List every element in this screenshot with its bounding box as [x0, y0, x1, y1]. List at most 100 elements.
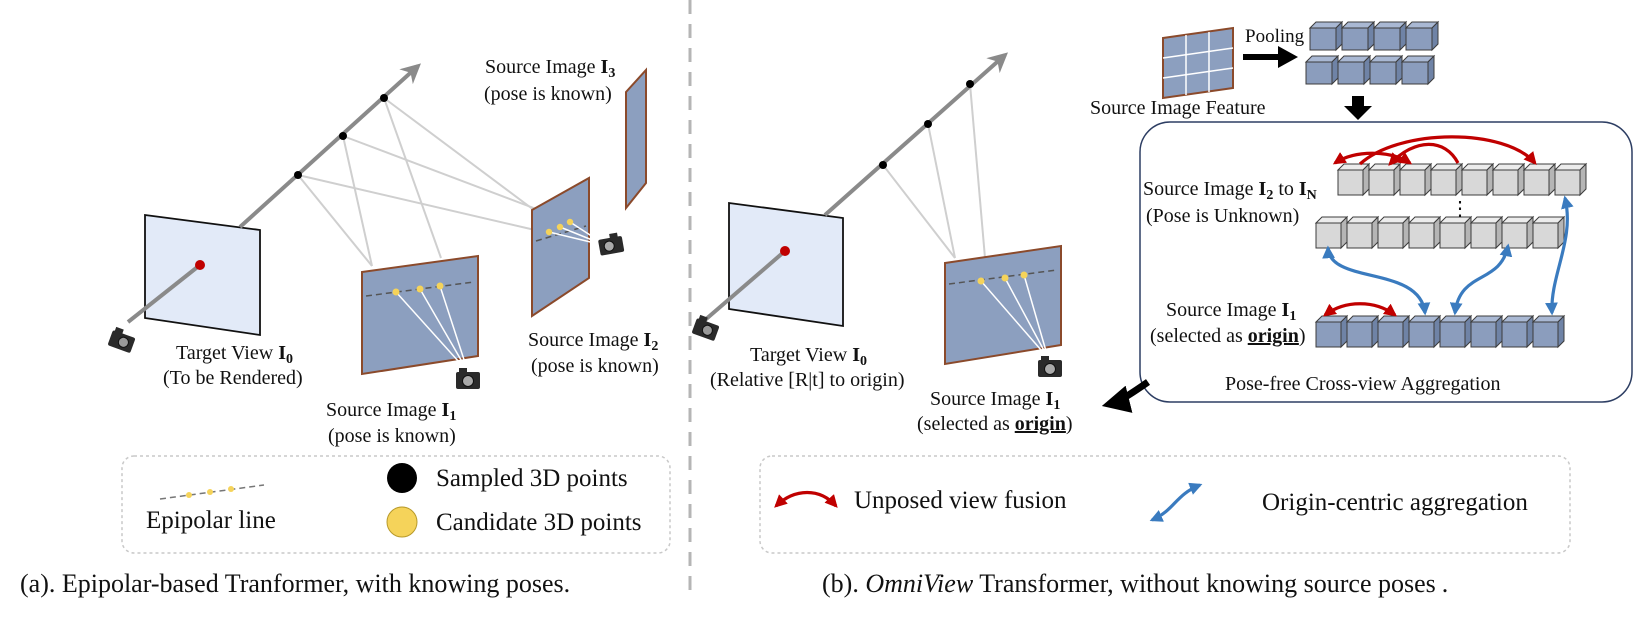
projection-rays	[297, 97, 561, 267]
feature-cube-face	[1464, 215, 1472, 250]
feature-cube-face	[1315, 222, 1342, 249]
feature-cube-face	[1346, 321, 1373, 348]
feature-cube-face	[1368, 169, 1395, 196]
source-image-2-plane	[531, 176, 590, 318]
sampled-legend-label: Sampled 3D points	[436, 465, 628, 492]
source-feature-grid	[1162, 26, 1234, 100]
feature-cube-face	[1470, 222, 1497, 249]
unknown-pose-label: Source Image I2 to IN	[1143, 178, 1317, 203]
right-candidate-rays	[980, 274, 1049, 359]
feature-cube-face	[1526, 314, 1534, 349]
camera-icon	[692, 314, 719, 341]
feature-cube-face	[1399, 169, 1426, 196]
candidate-points-2	[545, 218, 574, 236]
camera-icon	[598, 232, 625, 256]
left-diagram	[108, 63, 647, 389]
feature-cube-face	[1464, 314, 1472, 349]
feature-cube-face	[1341, 27, 1369, 51]
feature-cube-face	[1439, 321, 1466, 348]
feature-cube-face	[1369, 61, 1397, 85]
feature-cube-face	[1532, 321, 1559, 348]
unknown-pose-row-bottom	[1314, 215, 1566, 250]
feature-cube-face	[1455, 162, 1463, 197]
caption-b: (b). OmniView Transformer, without knowi…	[822, 569, 1448, 598]
epipolar-legend-dots	[186, 486, 234, 498]
sampled-points	[294, 94, 388, 179]
feature-cube-face	[1554, 169, 1581, 196]
feature-cube-face	[1495, 314, 1503, 349]
camera-icon	[108, 326, 135, 353]
right-candidate-points	[977, 271, 1028, 285]
panel-origin-label: Source Image I1	[1166, 299, 1296, 324]
origin-legend-label: Origin-centric aggregation	[1262, 489, 1528, 516]
source-image-3-pose: (pose is known)	[484, 83, 612, 105]
panel-origin-subtitle: (selected as origin)	[1150, 325, 1306, 347]
feature-cube-face	[1548, 162, 1556, 197]
right-legend: Unposed view fusion Origin-centric aggre…	[759, 455, 1571, 554]
feature-cube-face	[1337, 61, 1365, 85]
feature-cube-face	[1532, 222, 1559, 249]
pooling-label: Pooling	[1245, 26, 1305, 47]
feature-cube-face	[1393, 162, 1401, 197]
unknown-pose-subtitle: (Pose is Unknown)	[1146, 205, 1299, 227]
right-source-image-1-plane	[944, 244, 1062, 366]
feature-cube-face	[1495, 215, 1503, 250]
feature-cube-face	[1405, 27, 1433, 51]
feature-cube-face	[1402, 215, 1410, 250]
right-diagram	[692, 52, 1062, 377]
target-view-subtitle: (To be Rendered)	[163, 367, 303, 389]
unposed-legend-label: Unposed view fusion	[854, 487, 1067, 514]
feature-cube-face	[1362, 162, 1370, 197]
feature-cube-face	[1337, 169, 1364, 196]
caption-a: (a). Epipolar-based Tranformer, with kno…	[20, 569, 570, 598]
feature-cube-face	[1430, 169, 1457, 196]
feature-cube-face	[1371, 314, 1379, 349]
feature-cube-face	[1340, 314, 1348, 349]
right-ray-back	[703, 249, 787, 322]
output-arrow	[1101, 379, 1151, 413]
origin-legend-arrow	[1149, 482, 1203, 522]
right-source-image-1-label: Source Image I1	[930, 388, 1060, 413]
feature-cube-face	[1377, 321, 1404, 348]
source-image-2-pose: (pose is known)	[531, 355, 659, 377]
unknown-pose-row-top	[1336, 162, 1588, 197]
camera-icon	[456, 368, 480, 389]
panel-title: Pose-free Cross-view Aggregation	[1225, 373, 1501, 395]
feature-cube-face	[1309, 27, 1337, 51]
left-legend: Epipolar line Sampled 3D points Candidat…	[121, 455, 671, 554]
target-view-plane	[144, 213, 261, 337]
camera-icon	[1038, 356, 1062, 377]
right-target-view-label: Target View I0	[750, 344, 867, 369]
feature-cube-face	[1377, 222, 1404, 249]
feature-cube-face	[1523, 169, 1550, 196]
feature-cube-face	[1315, 321, 1342, 348]
feature-cube-face	[1470, 321, 1497, 348]
source-image-1-label: Source Image I1	[326, 399, 456, 424]
feature-cube-face	[1486, 162, 1494, 197]
feature-cube-face	[1305, 61, 1333, 85]
epipolar-line-2	[535, 225, 587, 242]
feature-cube-face	[1408, 222, 1435, 249]
aggregation-panel	[1139, 121, 1633, 403]
unposed-legend-arrow	[774, 491, 838, 508]
source-image-3-label: Source Image I3	[485, 56, 615, 81]
feature-cube-face	[1526, 215, 1534, 250]
origin-row	[1314, 314, 1566, 349]
source-image-2-label: Source Image I2	[528, 329, 658, 354]
target-view-label: Target View I0	[176, 342, 293, 367]
feature-cube-face	[1340, 215, 1348, 250]
pooled-feature-cubes	[1304, 20, 1440, 86]
source-image-3-plane	[625, 67, 647, 211]
feature-cube-face	[1371, 215, 1379, 250]
candidate-legend-dot	[386, 506, 418, 538]
projection-rays-right	[882, 83, 986, 259]
feature-cube-face	[1557, 314, 1565, 349]
pooling-arrow	[1243, 46, 1298, 68]
origin-centric-arrows	[1322, 195, 1574, 316]
feature-cube-face	[1439, 222, 1466, 249]
candidate-points-1	[392, 282, 444, 296]
right-source-image-1-origin: (selected as origin)	[917, 413, 1073, 435]
epipolar-legend-label: Epipolar line	[146, 507, 276, 534]
right-target-view-plane	[728, 201, 844, 328]
